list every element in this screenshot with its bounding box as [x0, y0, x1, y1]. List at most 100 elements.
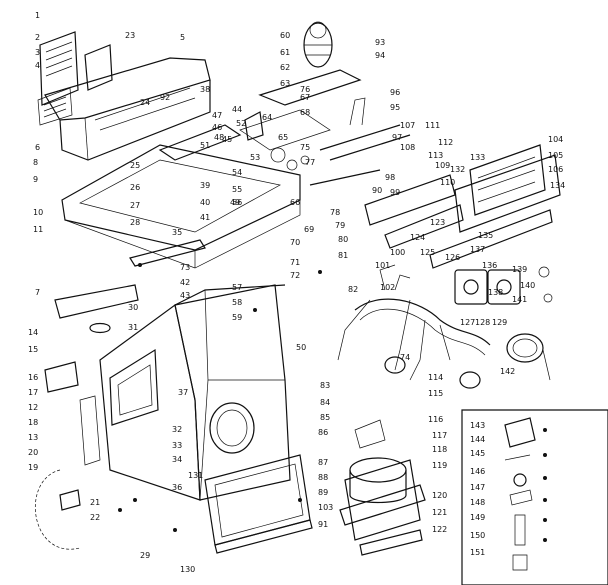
part-number-66: 66 [290, 198, 300, 207]
part-number-117: 117 [432, 431, 447, 440]
part-number-148: 148 [470, 498, 485, 507]
part-number-85: 85 [320, 413, 330, 422]
part-number-104: 104 [548, 135, 563, 144]
part-number-83: 83 [320, 381, 330, 390]
part-number-141: 141 [512, 295, 527, 304]
part-number-65: 65 [278, 133, 288, 142]
part-number-25: 25 [130, 161, 140, 170]
part-number-119: 119 [432, 461, 447, 470]
part-number-12: 12 [28, 403, 38, 412]
part-number-8: 8 [33, 158, 38, 167]
part-number-56: 56 [232, 198, 242, 207]
part-number-127: 127 [460, 318, 475, 327]
part-number-46: 46 [212, 123, 222, 132]
part-number-121: 121 [432, 508, 447, 517]
part-number-102: 102 [380, 283, 395, 292]
part-number-54: 54 [232, 168, 242, 177]
part-number-24: 24 [140, 98, 150, 107]
part-number-90: 90 [372, 186, 382, 195]
part-number-62: 62 [280, 63, 290, 72]
part-number-21: 21 [90, 498, 100, 507]
part-number-75: 75 [300, 143, 310, 152]
part-number-97: 97 [392, 133, 402, 142]
part-number-123: 123 [430, 218, 445, 227]
part-number-84: 84 [320, 398, 330, 407]
part-number-137: 137 [470, 245, 485, 254]
part-number-40: 40 [200, 198, 210, 207]
part-number-124: 124 [410, 233, 425, 242]
part-number-42: 42 [180, 278, 190, 287]
part-number-30: 30 [128, 303, 138, 312]
part-number-110: 110 [440, 178, 455, 187]
part-number-67: 67 [300, 93, 310, 102]
part-number-135: 135 [478, 231, 493, 240]
part-number-129: 129 [492, 318, 507, 327]
part-number-14: 14 [28, 328, 38, 337]
part-number-52: 52 [236, 119, 246, 128]
part-number-37: 37 [178, 388, 188, 397]
part-number-89: 89 [318, 488, 328, 497]
part-number-76: 76 [300, 85, 310, 94]
part-number-55: 55 [232, 185, 242, 194]
part-number-35: 35 [172, 228, 182, 237]
part-number-105: 105 [548, 151, 563, 160]
part-number-3: 3 [35, 48, 40, 57]
part-number-149: 149 [470, 513, 485, 522]
part-number-125: 125 [420, 248, 435, 257]
part-number-78: 78 [330, 208, 340, 217]
part-number-109: 109 [435, 161, 450, 170]
part-number-145: 145 [470, 449, 485, 458]
part-number-136: 136 [482, 261, 497, 270]
part-number-126: 126 [445, 253, 460, 262]
part-labels: 1234567891011121314151617181920212223242… [28, 11, 565, 574]
part-number-5: 5 [180, 33, 185, 42]
part-number-68: 68 [300, 108, 310, 117]
part-number-138: 138 [488, 288, 503, 297]
part-number-92: 92 [160, 93, 170, 102]
part-number-77: 77 [305, 158, 315, 167]
part-number-31: 31 [128, 323, 138, 332]
part-number-48: 48 [214, 133, 224, 142]
part-number-10: 10 [33, 208, 43, 217]
part-number-95: 95 [390, 103, 400, 112]
part-number-140: 140 [520, 281, 535, 290]
part-number-150: 150 [470, 531, 485, 540]
part-number-94: 94 [375, 51, 385, 60]
part-number-20: 20 [28, 448, 38, 457]
part-number-2: 2 [35, 33, 40, 42]
part-number-17: 17 [28, 388, 38, 397]
bottom-mount [34, 469, 81, 550]
part-number-53: 53 [250, 153, 260, 162]
part-number-116: 116 [428, 415, 443, 424]
part-number-1: 1 [35, 11, 40, 20]
part-number-107: 107 [400, 121, 415, 130]
part-number-146: 146 [470, 467, 485, 476]
part-number-118: 118 [432, 445, 447, 454]
part-number-9: 9 [33, 175, 38, 184]
part-number-111: 111 [425, 121, 440, 130]
part-number-114: 114 [428, 373, 443, 382]
part-number-79: 79 [335, 221, 345, 230]
part-number-27: 27 [130, 201, 140, 210]
part-number-128: 128 [475, 318, 490, 327]
part-number-72: 72 [290, 271, 300, 280]
part-number-15: 15 [28, 345, 38, 354]
part-number-70: 70 [290, 238, 300, 247]
part-number-101: 101 [375, 261, 390, 270]
left-brackets [44, 284, 139, 466]
part-number-4: 4 [35, 61, 40, 70]
part-number-28: 28 [130, 218, 140, 227]
part-number-63: 63 [280, 79, 290, 88]
part-number-144: 144 [470, 435, 485, 444]
part-number-147: 147 [470, 483, 485, 492]
part-number-132: 132 [450, 165, 465, 174]
part-number-41: 41 [200, 213, 210, 222]
part-number-120: 120 [432, 491, 447, 500]
part-number-91: 91 [318, 520, 328, 529]
part-number-122: 122 [432, 525, 447, 534]
part-number-45: 45 [222, 135, 232, 144]
part-number-29: 29 [140, 551, 150, 560]
part-number-58: 58 [232, 298, 242, 307]
part-number-23: 23 [125, 31, 135, 40]
